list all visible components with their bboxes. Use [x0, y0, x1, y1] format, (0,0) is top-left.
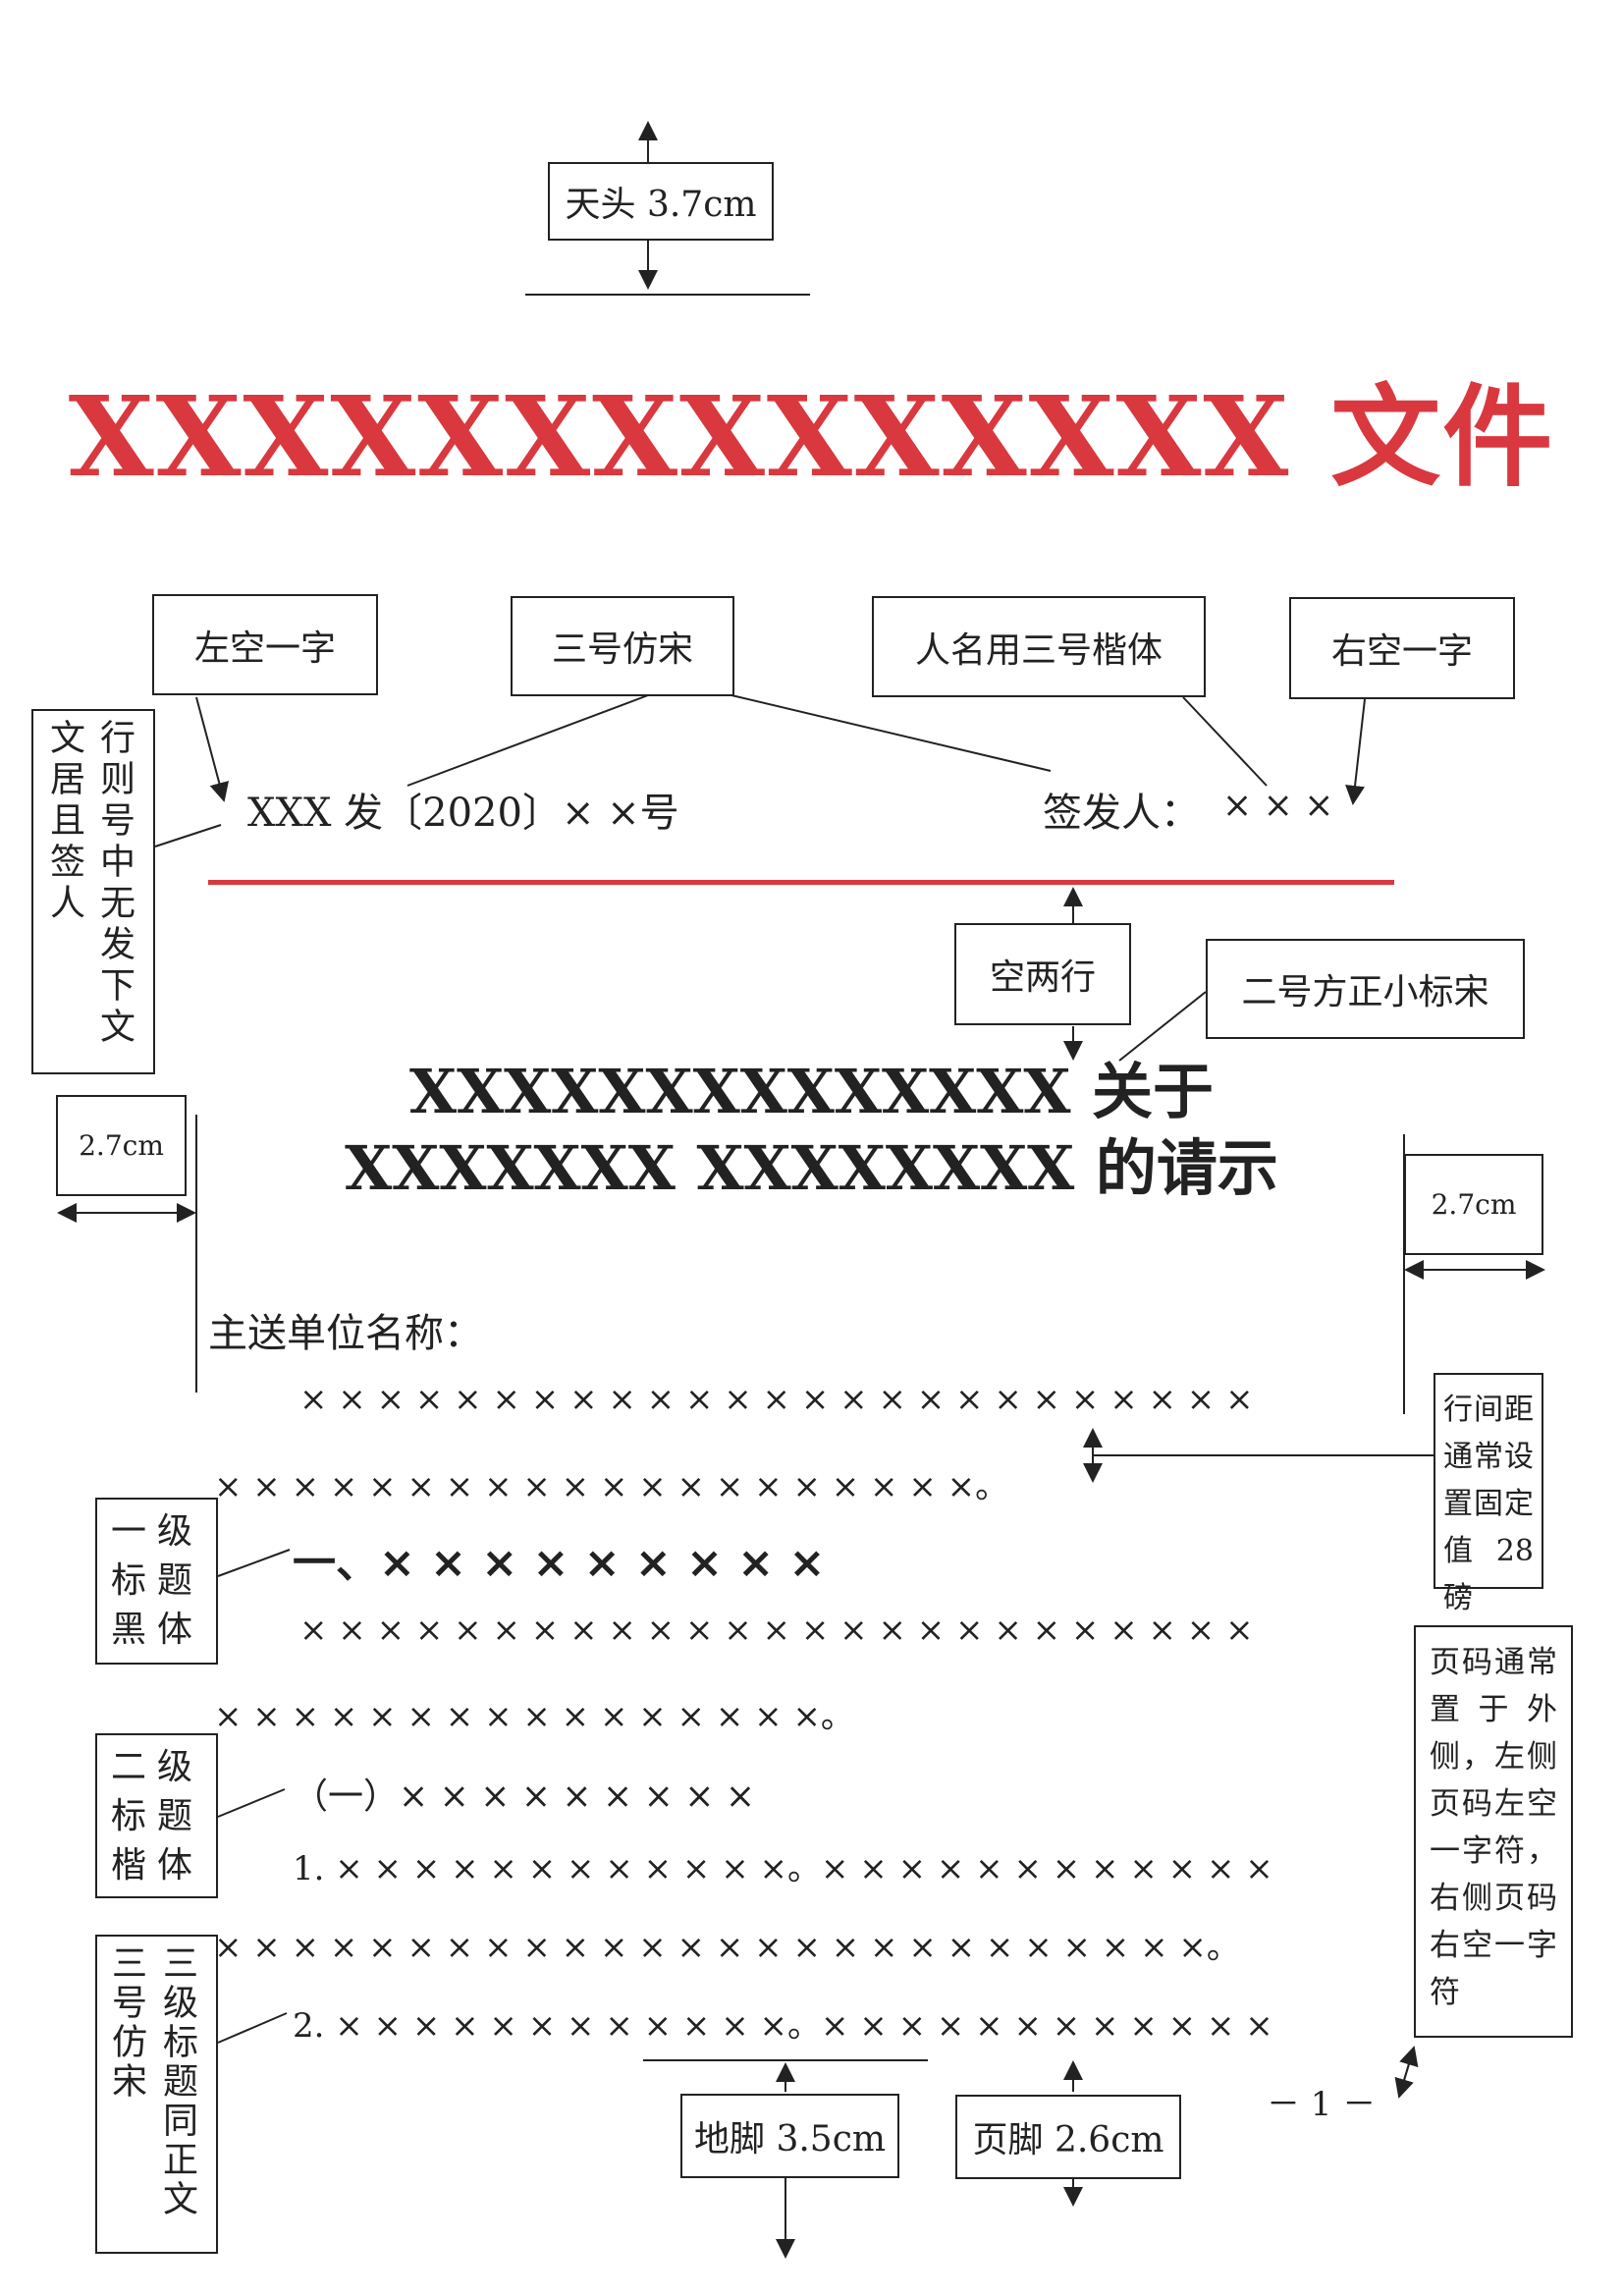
title-font-box: 二号方正小标宋: [1206, 939, 1525, 1039]
heading2: （一）× × × × × × × × ×: [293, 1777, 756, 1817]
signer-name: × × ×: [1222, 786, 1334, 826]
level2-label: 二级标题楷体: [111, 1747, 202, 1886]
recipient: 主送单位名称：: [208, 1311, 483, 1356]
red-header-title: XXXXXXXXXXXXXX 文件: [68, 373, 1555, 502]
para2-line2: × × × × × × × × × × × × × × × ×。: [214, 1697, 854, 1736]
bottom-margin-box: 地脚 3.5cm: [680, 2094, 899, 2178]
level3-label: 三级标题同正文三号仿宋: [106, 1944, 197, 2219]
footer-box: 页脚 2.6cm: [955, 2095, 1181, 2179]
line-spacing-box: 行间距通常设置固定值28磅: [1434, 1373, 1543, 1615]
page-number-note-label: 页码通常置于外侧，左侧页码左空一字符，右侧页码右空一字符: [1430, 1645, 1557, 2010]
blank-two-lines-box: 空两行: [954, 923, 1131, 1025]
right-indent-label: 右空一字: [1330, 631, 1473, 672]
left-margin-label: 2.7cm: [79, 1129, 164, 1162]
left-indent-label: 左空一字: [193, 628, 336, 669]
top-margin-box: 天头 3.7cm: [548, 162, 774, 241]
bottom-margin-label: 地脚 3.5cm: [694, 2119, 886, 2159]
para2-line1: × × × × × × × × × × × × × × × × × × × × …: [299, 1611, 1254, 1650]
level1-box: 一级标题黑体: [95, 1498, 218, 1665]
top-margin-label: 天头 3.7cm: [565, 185, 757, 225]
page-number: － 1 －: [1267, 2085, 1377, 2124]
doc-title-line2: XXXXXXX XXXXXXXX 的请示: [345, 1132, 1278, 1204]
right-margin-label: 2.7cm: [1431, 1188, 1517, 1221]
line-spacing-label: 行间距通常设置固定值28磅: [1443, 1393, 1534, 1615]
blank-two-lines-label: 空两行: [989, 957, 1096, 998]
item2-line1: 2. × × × × × × × × × × × ×。× × × × × × ×…: [293, 2006, 1273, 2046]
no-signer-note-box: 行则号中无发下文文居且签人: [31, 709, 155, 1074]
para1-line1: × × × × × × × × × × × × × × × × × × × × …: [299, 1380, 1254, 1419]
signer-font-box: 人名用三号楷体: [872, 596, 1206, 697]
level2-box: 二级标题楷体: [95, 1733, 218, 1898]
font-fangsong-label: 三号仿宋: [551, 629, 693, 670]
doc-title-line1: XXXXXXXXXXXXXX 关于: [408, 1056, 1215, 1127]
doc-number: XXX 发〔2020〕× ×号: [247, 791, 679, 836]
para1-line2: × × × × × × × × × × × × × × × × × × × ×。: [214, 1467, 1009, 1506]
no-signer-note-label: 行则号中无发下文文居且签人: [44, 719, 135, 1049]
level3-box: 三级标题同正文三号仿宋: [95, 1935, 218, 2254]
heading1: 一、× × × × × × × × ×: [293, 1538, 826, 1588]
right-margin-box: 2.7cm: [1404, 1154, 1543, 1255]
left-margin-box: 2.7cm: [56, 1095, 187, 1196]
footer-label: 页脚 2.6cm: [972, 2120, 1164, 2160]
page-number-note-box: 页码通常置于外侧，左侧页码左空一字符，右侧页码右空一字符: [1414, 1625, 1573, 2038]
red-separator-line: [208, 880, 1394, 885]
signer-label: 签发人：: [1043, 791, 1200, 836]
item1-line2: × × × × × × × × × × × × × × × × × × × × …: [214, 1928, 1240, 1967]
font-fangsong-box: 三号仿宋: [511, 596, 734, 696]
title-font-label: 二号方正小标宋: [1241, 972, 1489, 1012]
signer-font-label: 人名用三号楷体: [914, 629, 1163, 671]
right-indent-box: 右空一字: [1289, 597, 1515, 699]
level1-label: 一级标题黑体: [111, 1511, 202, 1650]
item1-line1: 1. × × × × × × × × × × × ×。× × × × × × ×…: [293, 1849, 1273, 1888]
left-indent-box: 左空一字: [152, 594, 378, 695]
